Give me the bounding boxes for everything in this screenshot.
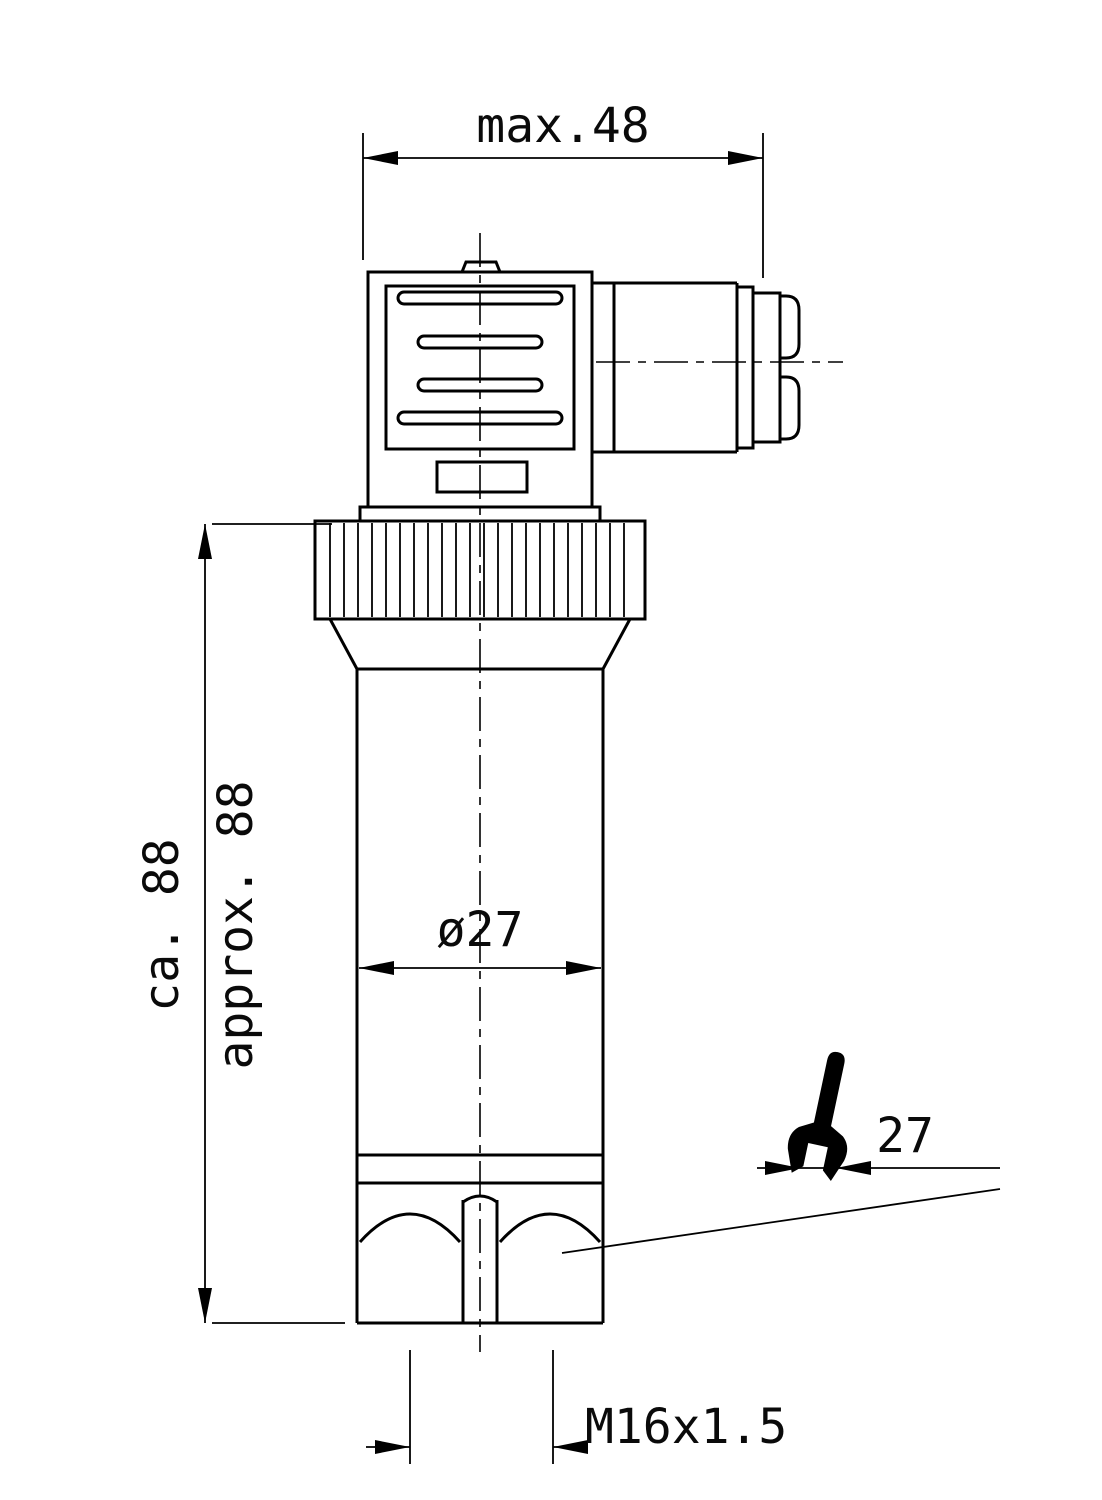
connector-label-plate [435, 460, 529, 494]
dim-diameter-label: ø27 [437, 902, 524, 958]
dim-diameter: ø27 [359, 902, 601, 975]
dim-height-approx-label: approx. 88 [208, 781, 264, 1070]
dim-height-ca-label: ca. 88 [134, 838, 190, 1011]
connector-slots [396, 290, 564, 426]
dim-height: ca. 88 approx. 88 [134, 523, 345, 1324]
coupling-nut [313, 519, 647, 671]
dim-thread: M16x1.5 [366, 1350, 787, 1464]
hex-fitting [355, 1183, 605, 1325]
centerlines [479, 233, 843, 1352]
dim-wrench-size: 27 [561, 1051, 1001, 1254]
leader-line [561, 1188, 1001, 1254]
wrench-icon [787, 1051, 848, 1182]
dim-wrench-size-label: 27 [876, 1108, 934, 1164]
cable-gland [592, 281, 801, 454]
sensor-body [355, 669, 605, 1185]
dim-top-width-label: max.48 [476, 98, 649, 154]
dim-top-width: max.48 [362, 98, 764, 278]
dim-thread-label: M16x1.5 [585, 1399, 787, 1455]
